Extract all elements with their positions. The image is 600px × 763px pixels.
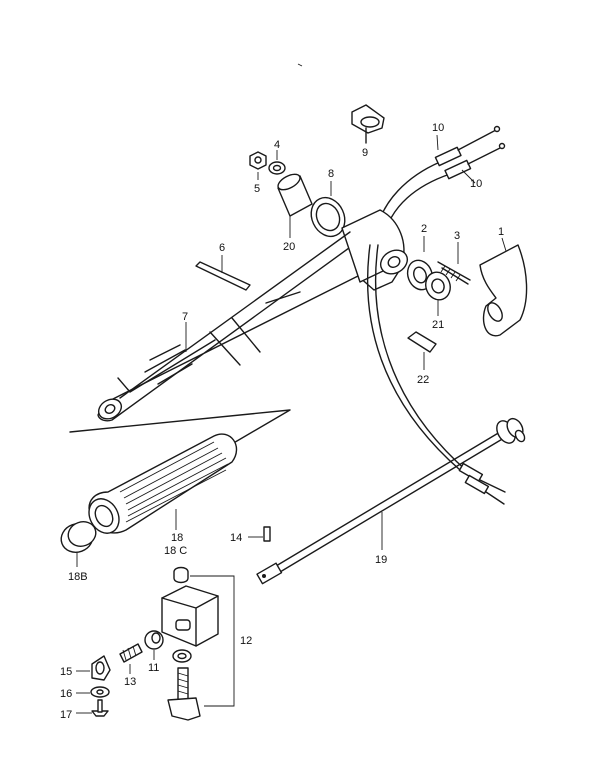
grommet-part xyxy=(351,104,385,144)
callout-4: 4 xyxy=(274,139,280,151)
cover xyxy=(479,237,528,337)
callout-9: 9 xyxy=(362,147,368,159)
callout-14: 14 xyxy=(230,532,242,544)
callout-1: 1 xyxy=(498,226,504,238)
callout-7: 7 xyxy=(182,311,188,323)
callout-19: 19 xyxy=(375,554,387,566)
callout-18b: 18B xyxy=(68,571,88,583)
nut-and-washer xyxy=(249,150,286,180)
callout-18: 18 xyxy=(171,532,183,544)
callout-17: 17 xyxy=(60,709,72,721)
callout-10-upper: 10 xyxy=(432,122,444,134)
callout-16: 16 xyxy=(60,688,72,700)
callout-18c: 18 C xyxy=(164,545,187,557)
callout-21: 21 xyxy=(432,319,444,331)
callout-15: 15 xyxy=(60,666,72,678)
control-rod xyxy=(256,417,526,585)
callout-2: 2 xyxy=(421,223,427,235)
callout-13: 13 xyxy=(124,676,136,688)
callout-11: 11 xyxy=(148,662,159,674)
bushing-and-ring xyxy=(277,173,346,238)
end-cap xyxy=(60,521,97,567)
break-indicator xyxy=(69,409,291,449)
clamp-assembly xyxy=(161,566,235,721)
tiller-handle xyxy=(97,209,409,422)
callout-20: 20 xyxy=(283,241,295,253)
pin xyxy=(407,331,437,370)
callout-labels: 1 2 3 4 5 6 7 8 9 10 10 11 12 13 14 15 1… xyxy=(60,122,504,721)
label-plate xyxy=(195,255,251,291)
handle-grip xyxy=(88,433,238,534)
callout-10-lower: 10 xyxy=(470,178,482,190)
callout-3: 3 xyxy=(454,230,460,242)
callout-22: 22 xyxy=(417,374,429,386)
rings-and-bolt xyxy=(406,236,471,316)
small-pin xyxy=(248,526,271,542)
callout-12: 12 xyxy=(240,635,252,647)
small-hardware xyxy=(76,630,164,717)
callout-6: 6 xyxy=(219,242,225,254)
callout-5: 5 xyxy=(254,183,260,195)
callout-8: 8 xyxy=(328,168,334,180)
throttle-cables-lower xyxy=(366,244,506,505)
